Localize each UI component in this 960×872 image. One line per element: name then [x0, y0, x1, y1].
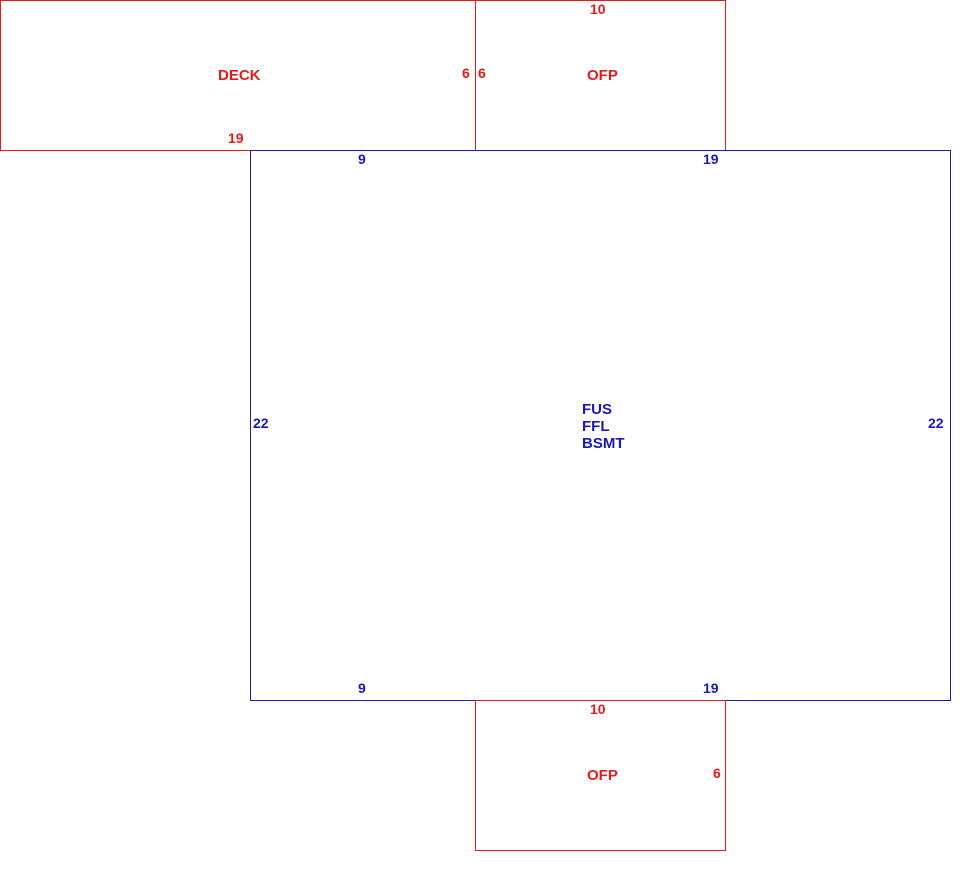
- porch-top-left-dimension: 6: [478, 65, 486, 81]
- main-bottom-left-dimension: 9: [358, 680, 366, 696]
- deck-right-dimension: 6: [462, 65, 470, 81]
- deck-bottom-dimension: 19: [228, 130, 244, 146]
- main-bottom-right-dimension: 19: [703, 680, 719, 696]
- main-label-line-2: FFL: [582, 418, 610, 435]
- main-top-left-dimension: 9: [358, 151, 366, 167]
- main-label-line-1: FUS: [582, 401, 612, 418]
- porch-top-top-dimension: 10: [590, 1, 606, 17]
- porch-bottom-outline: [475, 700, 726, 851]
- main-top-right-dimension: 19: [703, 151, 719, 167]
- main-house-label: FUS FFL BSMT: [582, 401, 625, 452]
- porch-bottom-label: OFP: [587, 767, 618, 784]
- main-right-dimension: 22: [928, 415, 944, 431]
- porch-bottom-top-dimension: 10: [590, 701, 606, 717]
- porch-top-label: OFP: [587, 67, 618, 84]
- deck-label: DECK: [218, 67, 261, 84]
- porch-bottom-right-dimension: 6: [713, 765, 721, 781]
- main-left-dimension: 22: [253, 415, 269, 431]
- main-label-line-3: BSMT: [582, 435, 625, 452]
